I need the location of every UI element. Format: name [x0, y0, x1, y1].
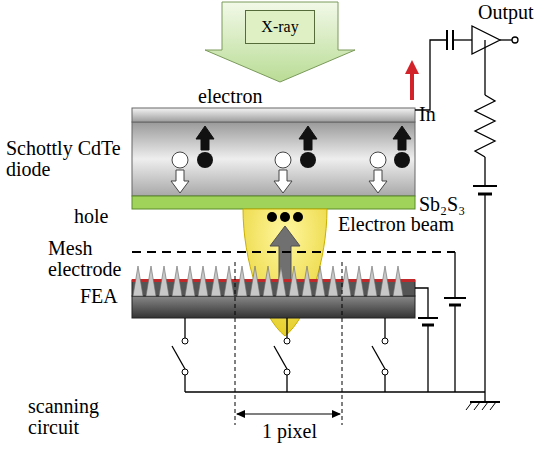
fea [132, 266, 415, 318]
electrode-label: In [419, 104, 436, 125]
electron-arrow [196, 126, 214, 150]
layer-label: electron [198, 86, 262, 107]
xray-label-box: X-ray [245, 10, 315, 44]
hole-arrow [369, 170, 387, 193]
electron [394, 152, 410, 168]
electrode-label: Mesh electrode [48, 238, 128, 280]
hole [275, 152, 291, 168]
cdte-diode [132, 108, 415, 209]
carriers [171, 126, 411, 193]
output-label: Output [478, 2, 534, 23]
node-text: X-ray [261, 18, 298, 36]
device-label: Schottly CdTe diode [6, 138, 128, 180]
electron-arrow [393, 126, 411, 150]
electron [197, 152, 213, 168]
hole [370, 152, 386, 168]
carrier-label: hole [74, 206, 108, 227]
hole-arrow [274, 170, 292, 193]
electron [300, 152, 316, 168]
hole-arrow [171, 170, 189, 193]
dimension-label: 1 pixel [262, 421, 317, 442]
mesh-electrode [132, 251, 455, 253]
pixel-guide [342, 262, 343, 425]
beam-label: Electron beam [338, 214, 454, 235]
common-wire [185, 391, 485, 392]
signal-arrow [405, 60, 419, 100]
pixel-dimension [236, 410, 341, 418]
hole [172, 152, 188, 168]
pixel-guide [235, 262, 236, 425]
scanning-switches [172, 318, 388, 392]
xray-arrow [205, 2, 355, 82]
device-label: FEA [80, 286, 118, 307]
layer-label: Sb₂S₃ [419, 194, 465, 215]
circuit-label: scanning circuit [28, 396, 140, 438]
electron-arrow [299, 126, 317, 150]
